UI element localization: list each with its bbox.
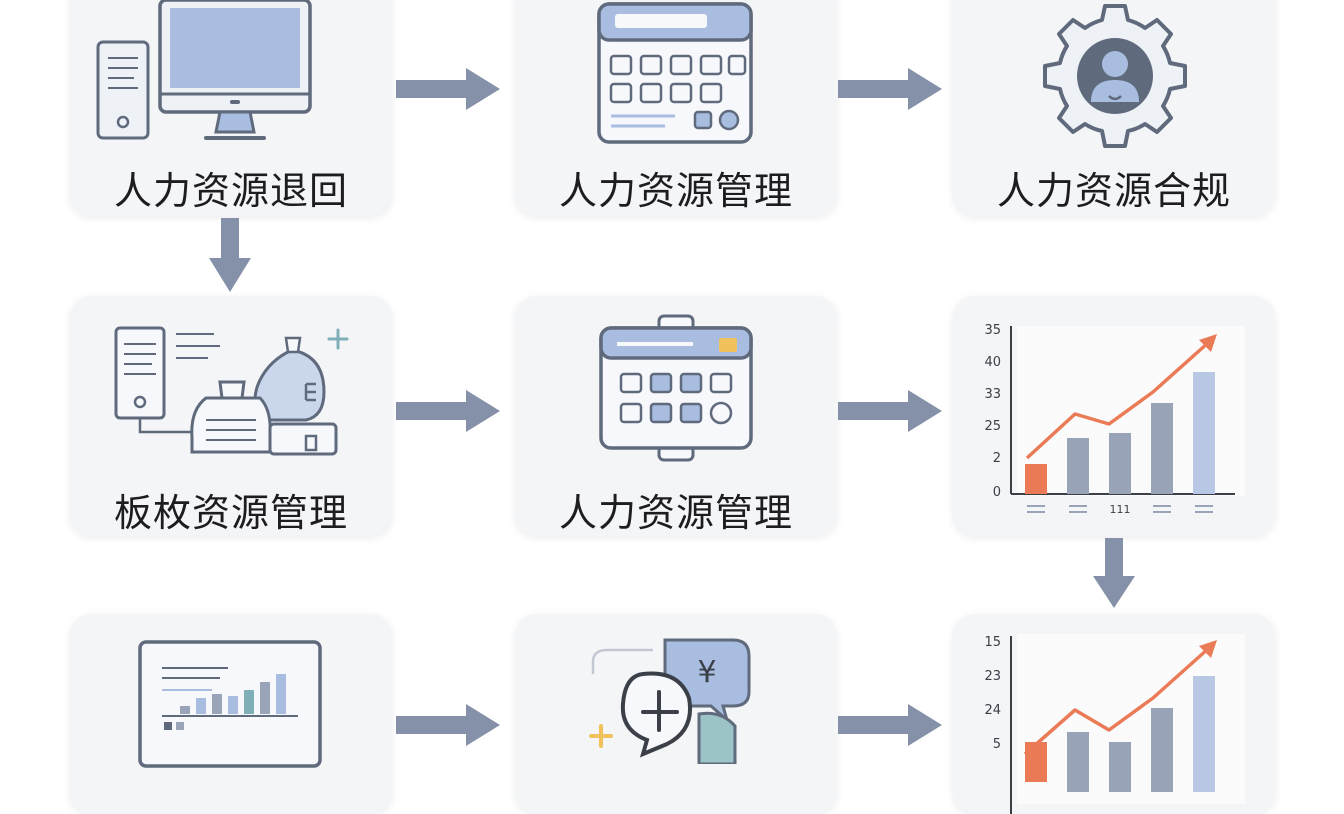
y-tick-label: 15: [984, 635, 1001, 650]
bar: [1025, 742, 1047, 782]
node-card-hr-management-2: 人力资源管理: [515, 296, 837, 536]
y-tick-label: 2: [993, 451, 1001, 466]
bar: [1193, 372, 1215, 494]
y-tick-label: 33: [984, 387, 1001, 402]
arrowhead: [1199, 334, 1217, 352]
trend-line: [1023, 646, 1211, 756]
flow-arrow-right: [396, 390, 500, 432]
bar: [1067, 732, 1089, 792]
bar: [1067, 438, 1089, 494]
node-card-hr-compliance: 人力资源合规: [953, 0, 1275, 216]
node-card-hr-return: 人力资源退回: [70, 0, 392, 216]
currency-chat-icon: ¥: [589, 638, 751, 764]
flow-arrow-right: [396, 704, 500, 746]
node-card-growth-chart-2: 15 23 24 5: [953, 614, 1275, 814]
y-tick-label: 5: [993, 737, 1001, 752]
node-label: 板枚资源管理: [113, 491, 348, 535]
node-card-board-resource-management: 板枚资源管理: [70, 296, 392, 536]
node-card-hr-management-1: 人力资源管理: [515, 0, 837, 216]
flow-arrow-right: [838, 704, 942, 746]
calendar-icon: [599, 314, 753, 462]
x-tick-label: 111: [1110, 503, 1131, 516]
y-tick-label: 40: [984, 355, 1001, 370]
trend-line: [1025, 340, 1211, 460]
monitor-chart-icon: [138, 640, 322, 768]
bar: [1193, 676, 1215, 792]
flow-arrow-down: [1093, 538, 1135, 608]
node-card-currency-chat: ¥: [515, 614, 837, 814]
bar: [1109, 433, 1131, 494]
bar-chart-icon: 35 40 33 25 2 0 111: [984, 323, 1245, 516]
gear-user-icon: [1043, 4, 1187, 148]
flow-arrow-down: [209, 218, 251, 292]
bar: [1151, 708, 1173, 792]
computer-icon: [96, 0, 312, 140]
y-tick-label: 25: [984, 419, 1001, 434]
node-card-monitor-chart: [70, 614, 392, 814]
node-label: 人力资源合规: [996, 169, 1231, 213]
y-tick-label: 24: [984, 703, 1001, 718]
bar: [1151, 403, 1173, 494]
node-label: 人力资源管理: [558, 491, 793, 535]
calendar-icon: [597, 2, 753, 144]
sparkle-icon: [589, 724, 613, 748]
y-tick-label: 0: [993, 485, 1001, 500]
y-tick-label: 23: [984, 669, 1001, 684]
y-tick-label: 35: [984, 323, 1001, 338]
arrowhead: [1199, 640, 1217, 658]
node-label: 人力资源管理: [558, 169, 793, 213]
flow-arrow-right: [838, 390, 942, 432]
node-card-growth-chart-1: 35 40 33 25 2 0 111: [953, 296, 1275, 536]
yen-symbol: ¥: [697, 655, 716, 690]
server-database-icon: [114, 326, 349, 456]
bar: [1025, 464, 1047, 494]
flow-arrow-right: [396, 68, 500, 110]
node-label: 人力资源退回: [113, 169, 348, 213]
flow-arrow-right: [838, 68, 942, 110]
bar-chart-icon: 15 23 24 5: [984, 634, 1245, 814]
